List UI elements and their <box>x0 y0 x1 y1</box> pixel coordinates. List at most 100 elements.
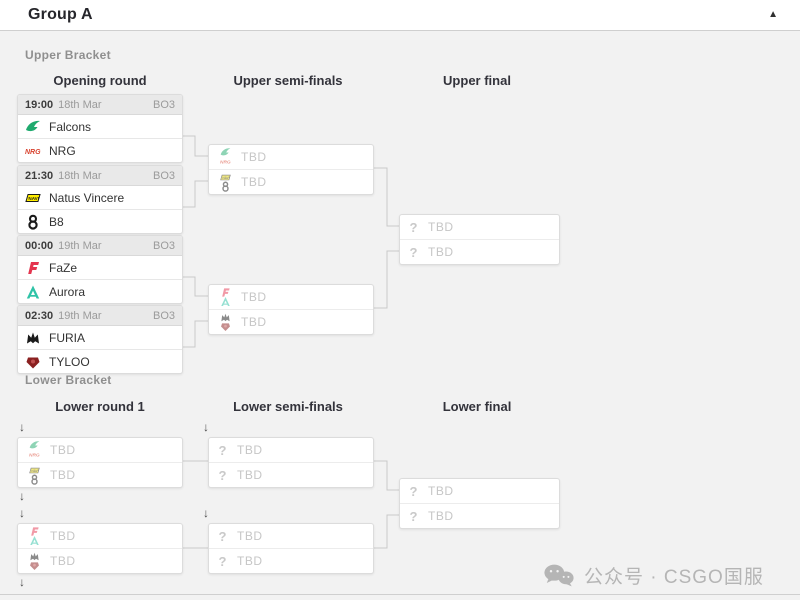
team-row-falcons[interactable]: Falcons <box>18 115 182 138</box>
match-format: BO3 <box>152 169 175 182</box>
furia-tyloo-faded-icons <box>25 552 43 570</box>
tbd-label: TBD <box>428 484 454 498</box>
match-header: 00:00 19th Mar BO3 <box>18 236 182 256</box>
lower-semi-final-2-card[interactable]: ? TBD ? TBD <box>208 523 374 574</box>
tbd-label: TBD <box>50 468 76 482</box>
drop-arrow-icon: ↓ <box>203 506 209 520</box>
furia-tyloo-faded-icons <box>216 313 234 331</box>
falcons-nrg-faded-icons <box>216 148 234 166</box>
tbd-slot[interactable]: ? TBD <box>400 479 559 503</box>
team-name: FaZe <box>49 260 78 275</box>
tbd-slot[interactable]: TBD <box>18 438 182 462</box>
tbd-label: TBD <box>428 220 454 234</box>
team-row-navi[interactable]: Natus Vincere <box>18 186 182 209</box>
panel-header: Group A ▲ <box>0 0 800 31</box>
tbd-label: TBD <box>241 290 267 304</box>
tbd-slot[interactable]: ? TBD <box>400 503 559 528</box>
team-name: Falcons <box>49 119 92 134</box>
column-header-upper-final: Upper final <box>443 73 511 88</box>
tbd-label: TBD <box>50 529 76 543</box>
match-time: 00:00 <box>25 239 54 252</box>
match-date: 19th Mar <box>58 239 102 252</box>
match-card-navi-b8[interactable]: 21:30 18th Mar BO3 Natus Vincere B8 <box>17 165 183 234</box>
match-card-faze-aurora[interactable]: 00:00 19th Mar BO3 FaZe Aurora <box>17 235 183 304</box>
tbd-slot[interactable]: TBD <box>209 145 373 169</box>
drop-arrow-icon: ↓ <box>19 506 25 520</box>
tbd-slot[interactable]: ? TBD <box>209 548 373 573</box>
b8-logo-icon <box>25 214 41 230</box>
column-header-lower-semi-finals: Lower semi-finals <box>233 399 343 414</box>
tbd-slot[interactable]: TBD <box>18 462 182 487</box>
team-row-furia[interactable]: FURIA <box>18 326 182 349</box>
tbd-slot[interactable]: TBD <box>18 524 182 548</box>
match-card-falcons-nrg[interactable]: 19:00 18th Mar BO3 Falcons NRG <box>17 94 183 163</box>
question-icon: ? <box>218 442 227 458</box>
wechat-icon <box>543 563 575 588</box>
tbd-label: TBD <box>241 150 267 164</box>
question-icon: ? <box>409 483 418 499</box>
group-title: Group A <box>28 6 93 23</box>
match-card-furia-tyloo[interactable]: 02:30 19th Mar BO3 FURIA TYLOO <box>17 305 183 374</box>
drop-arrow-icon: ↓ <box>203 420 209 434</box>
tbd-slot[interactable]: ? TBD <box>400 239 559 264</box>
column-header-opening-round: Opening round <box>53 73 147 88</box>
tbd-label: TBD <box>237 529 263 543</box>
tyloo-logo-icon <box>25 354 41 370</box>
watermark-text: 公众号 · CSGO国服 <box>584 567 764 588</box>
match-time: 02:30 <box>25 309 54 322</box>
column-header-lower-round-1: Lower round 1 <box>55 399 145 414</box>
watermark: 公众号 · CSGO国服 <box>543 562 764 589</box>
tbd-slot[interactable]: ? TBD <box>209 524 373 548</box>
tbd-label: TBD <box>237 468 263 482</box>
upper-final-card[interactable]: ? TBD ? TBD <box>399 214 560 265</box>
team-row-tyloo[interactable]: TYLOO <box>18 349 182 373</box>
match-header: 21:30 18th Mar BO3 <box>18 166 182 186</box>
lower-semi-final-1-card[interactable]: ? TBD ? TBD <box>208 437 374 488</box>
team-name: B8 <box>49 214 64 229</box>
match-format: BO3 <box>152 309 175 322</box>
tbd-slot[interactable]: ? TBD <box>400 215 559 239</box>
tbd-label: TBD <box>428 509 454 523</box>
team-row-nrg[interactable]: NRG <box>18 138 182 162</box>
tbd-slot[interactable]: TBD <box>18 548 182 573</box>
tbd-label: TBD <box>50 554 76 568</box>
tbd-slot[interactable]: TBD <box>209 169 373 194</box>
upper-semi-final-2-card[interactable]: TBD TBD <box>208 284 374 335</box>
match-header: 19:00 18th Mar BO3 <box>18 95 182 115</box>
collapse-caret-icon[interactable]: ▲ <box>768 9 778 20</box>
match-date: 18th Mar <box>58 169 102 182</box>
team-row-aurora[interactable]: Aurora <box>18 279 182 303</box>
aurora-logo-icon <box>25 284 41 300</box>
falcons-logo-icon <box>25 119 41 135</box>
team-name: Aurora <box>49 284 86 299</box>
tbd-label: TBD <box>428 245 454 259</box>
match-header: 02:30 19th Mar BO3 <box>18 306 182 326</box>
match-time: 19:00 <box>25 98 54 111</box>
tbd-slot[interactable]: ? TBD <box>209 462 373 487</box>
lower-bracket-label: Lower Bracket <box>25 373 112 387</box>
faze-aurora-faded-icons <box>216 288 234 306</box>
upper-bracket-label: Upper Bracket <box>25 48 111 62</box>
tbd-slot[interactable]: TBD <box>209 309 373 334</box>
tbd-slot[interactable]: TBD <box>209 285 373 309</box>
match-date: 19th Mar <box>58 309 102 322</box>
tbd-slot[interactable]: ? TBD <box>209 438 373 462</box>
navi-logo-icon <box>25 190 41 206</box>
team-name: FURIA <box>49 330 85 345</box>
tbd-label: TBD <box>237 443 263 457</box>
match-time: 21:30 <box>25 169 54 182</box>
drop-arrow-icon: ↓ <box>19 489 25 503</box>
navi-b8-faded-icons <box>216 173 234 191</box>
lower-round1-card-2[interactable]: TBD TBD <box>17 523 183 574</box>
team-name: NRG <box>49 143 76 158</box>
lower-final-card[interactable]: ? TBD ? TBD <box>399 478 560 529</box>
team-row-faze[interactable]: FaZe <box>18 256 182 279</box>
navi-b8-faded-icons <box>25 466 43 484</box>
question-icon: ? <box>409 508 418 524</box>
question-icon: ? <box>409 219 418 235</box>
column-header-lower-final: Lower final <box>442 399 512 414</box>
upper-semi-final-1-card[interactable]: TBD TBD <box>208 144 374 195</box>
lower-round1-card-1[interactable]: TBD TBD <box>17 437 183 488</box>
question-icon: ? <box>218 553 227 569</box>
team-row-b8[interactable]: B8 <box>18 209 182 233</box>
